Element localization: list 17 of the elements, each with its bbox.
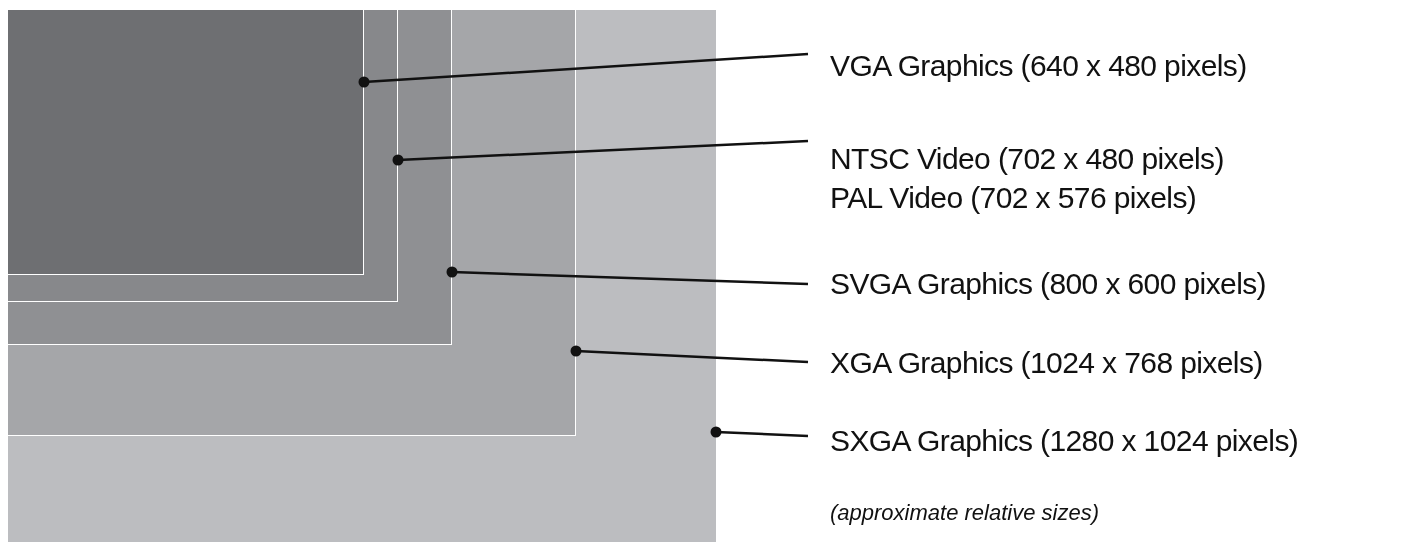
leader-line [446,266,809,286]
resolution-label: SVGA Graphics (800 x 600 pixels) [830,266,1266,302]
screen-size-rectangle [8,10,716,542]
leader-line [570,345,809,364]
resolution-label: VGA Graphics (640 x 480 pixels) [830,48,1247,84]
resolution-label: XGA Graphics (1024 x 768 pixels) [830,345,1263,381]
note-text: (approximate relative sizes) [830,500,1099,526]
screen-size-rectangle [8,10,364,275]
leader-line [392,139,809,166]
leader-line [710,426,809,438]
screen-size-rectangle [8,10,398,302]
resolution-label: SXGA Graphics (1280 x 1024 pixels) [830,423,1299,459]
resolution-label: NTSC Video (702 x 480 pixels) [830,141,1224,177]
resolution-label: PAL Video (702 x 576 pixels) [830,180,1198,216]
screen-size-rectangle [8,10,452,345]
screen-size-rectangle [8,10,576,436]
leader-line [358,52,809,88]
